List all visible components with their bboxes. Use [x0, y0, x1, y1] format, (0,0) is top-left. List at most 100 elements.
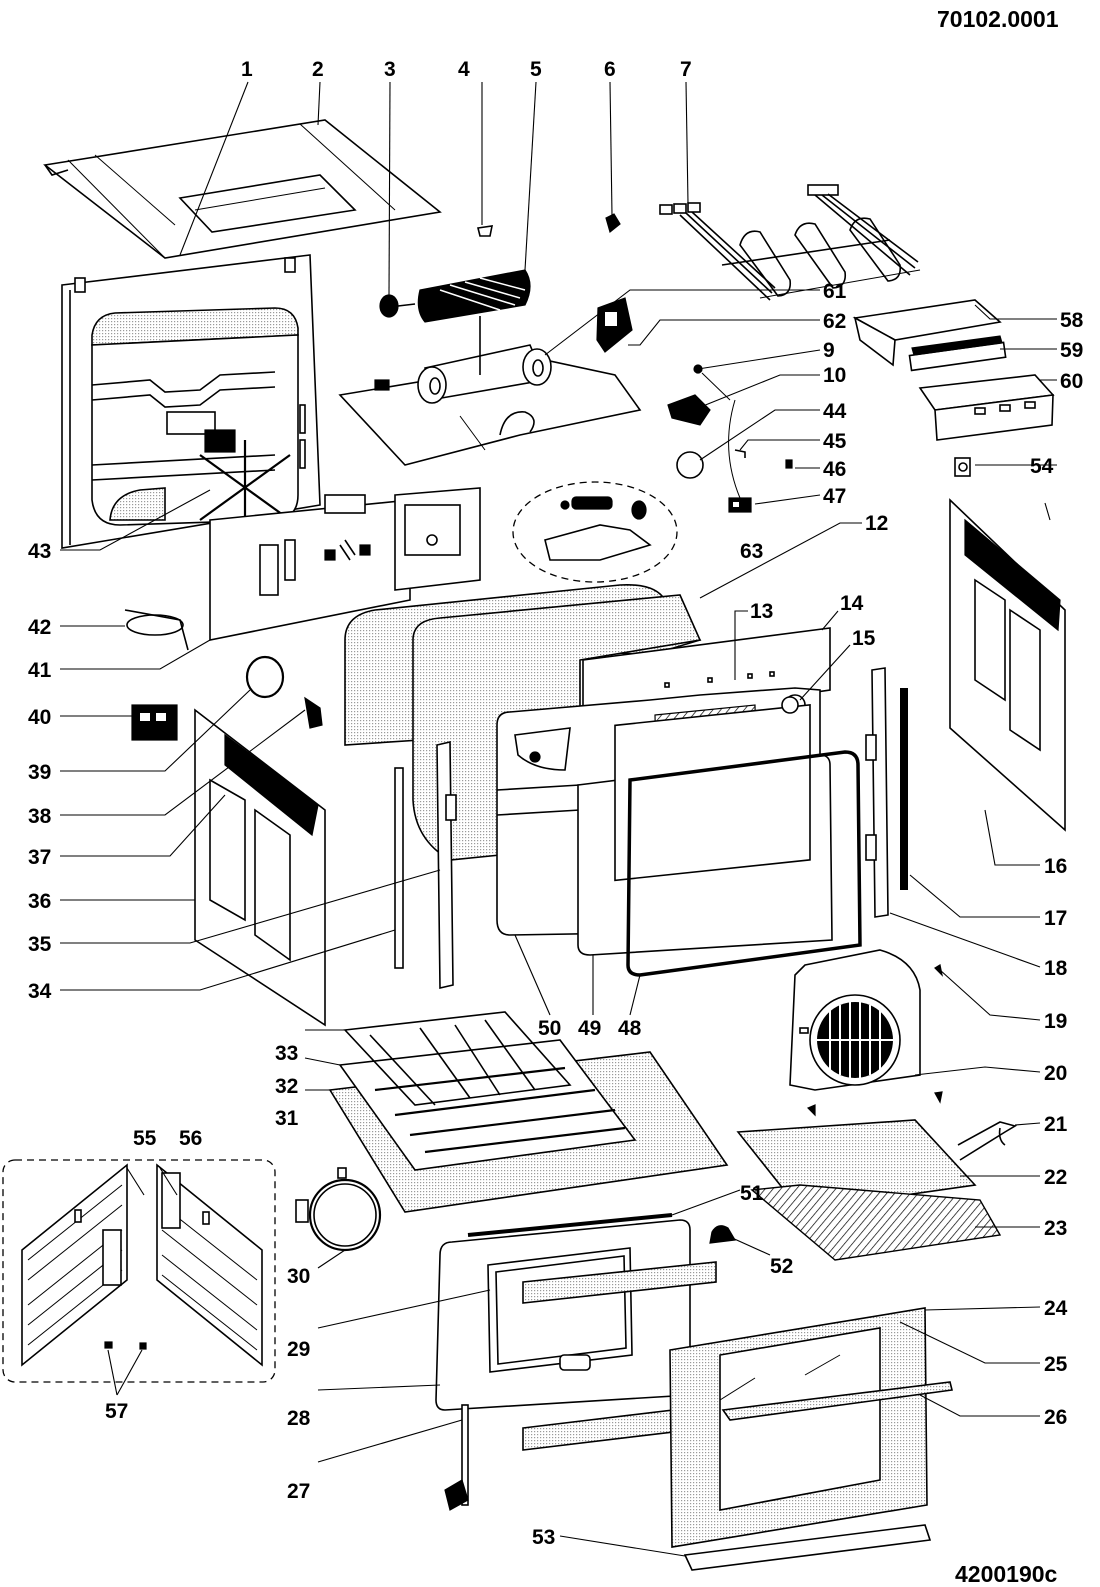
callout-45: 45 — [823, 430, 847, 453]
callout-63: 63 — [740, 540, 763, 563]
part-57-screw-b — [139, 1342, 147, 1350]
callout-34: 34 — [28, 980, 52, 1003]
part-control-panel-60 — [918, 374, 1055, 441]
part-lower-glass-strip — [522, 1407, 691, 1451]
part-door-bottom-trim — [683, 1524, 932, 1571]
callout-21: 21 — [1044, 1113, 1068, 1136]
callout-61: 61 — [823, 280, 847, 303]
callout-31: 31 — [275, 1107, 299, 1130]
callout-49: 49 — [578, 1017, 601, 1040]
part-fan-cover — [789, 949, 943, 1117]
part-clip-6 — [605, 213, 621, 234]
part-21-handle — [957, 1121, 1018, 1161]
fan-grille — [815, 1002, 895, 1078]
callout-57: 57 — [105, 1400, 128, 1423]
callout-53: 53 — [532, 1526, 555, 1549]
callout-43: 43 — [28, 540, 51, 563]
part-38-knob — [304, 696, 323, 729]
callout-32: 32 — [275, 1075, 298, 1098]
callout-4: 4 — [458, 58, 470, 81]
callout-39: 39 — [28, 761, 51, 784]
part-55-left-rack — [21, 1163, 128, 1367]
callout-14: 14 — [840, 592, 864, 615]
part-door-seal — [626, 750, 862, 977]
part-33-wire-rack — [343, 1011, 572, 1106]
part-18-bracket — [865, 667, 889, 918]
callout-37: 37 — [28, 846, 51, 869]
part-right-side-panel — [949, 498, 1066, 832]
part-back-panel — [61, 254, 321, 549]
callout-25: 25 — [1044, 1353, 1068, 1376]
part-door-handle — [721, 1381, 953, 1421]
part-57-screw-a — [104, 1341, 113, 1349]
callout-60: 60 — [1060, 370, 1083, 393]
callout-35: 35 — [28, 933, 52, 956]
fan-element-bracket — [199, 429, 291, 525]
callout-55: 55 — [133, 1127, 157, 1150]
callout-44: 44 — [823, 400, 847, 423]
callout-36: 36 — [28, 890, 51, 913]
part-54 — [954, 457, 971, 477]
callout-41: 41 — [28, 659, 52, 682]
part-39-ring — [245, 655, 285, 699]
part-56-right-rack — [156, 1163, 263, 1367]
part-40-switch — [131, 704, 178, 741]
part-23-grid — [750, 1184, 1002, 1261]
part-clip-4 — [477, 225, 494, 237]
callout-12: 12 — [865, 512, 888, 535]
part-circular-element — [295, 1167, 382, 1252]
callout-23: 23 — [1044, 1217, 1067, 1240]
callout-56: 56 — [179, 1127, 202, 1150]
callout-51: 51 — [740, 1182, 764, 1205]
callout-50: 50 — [538, 1017, 561, 1040]
callout-30: 30 — [287, 1265, 310, 1288]
callout-7: 7 — [680, 58, 692, 81]
callout-13: 13 — [750, 600, 773, 623]
callout-38: 38 — [28, 805, 52, 828]
callout-47: 47 — [823, 485, 846, 508]
callout-42: 42 — [28, 616, 51, 639]
part-51-seal — [467, 1213, 673, 1237]
part-side-racks-group — [2, 1159, 276, 1383]
callout-10: 10 — [823, 364, 846, 387]
part-17-seal-strip — [900, 688, 908, 890]
part-top-cover — [43, 119, 442, 259]
callout-22: 22 — [1044, 1166, 1067, 1189]
callout-28: 28 — [287, 1407, 311, 1430]
callout-33: 33 — [275, 1042, 298, 1065]
callout-5: 5 — [530, 58, 542, 81]
callout-29: 29 — [287, 1338, 310, 1361]
callout-9: 9 — [823, 339, 835, 362]
callout-17: 17 — [1044, 907, 1067, 930]
part-inner-glass — [522, 1261, 717, 1304]
drawing-number-top: 70102.0001 — [937, 6, 1059, 32]
part-motor-bracket — [338, 316, 642, 466]
part-door-frame — [577, 703, 833, 956]
part-cavity-back-housing — [394, 487, 481, 591]
part-15-lamp — [781, 696, 799, 714]
callout-20: 20 — [1044, 1062, 1067, 1085]
callout-27: 27 — [287, 1480, 310, 1503]
part-41-bracket — [209, 494, 411, 641]
drawing-number-bottom: 4200190c — [955, 1561, 1058, 1587]
part-63-assembly — [512, 481, 678, 583]
callout-2: 2 — [312, 58, 324, 81]
part-outer-door — [669, 1307, 928, 1548]
callout-1: 1 — [241, 58, 253, 81]
callout-6: 6 — [604, 58, 616, 81]
callout-52: 52 — [770, 1255, 793, 1278]
callout-58: 58 — [1060, 309, 1084, 332]
callout-24: 24 — [1044, 1297, 1068, 1320]
callout-18: 18 — [1044, 957, 1068, 980]
part-thermostat-group — [667, 364, 793, 513]
part-34-strip — [394, 767, 404, 969]
callout-15: 15 — [852, 627, 876, 650]
callout-48: 48 — [618, 1017, 642, 1040]
part-control-board-59 — [908, 335, 1007, 372]
callout-54: 54 — [1030, 455, 1054, 478]
callout-46: 46 — [823, 458, 846, 481]
callout-26: 26 — [1044, 1406, 1067, 1429]
part-27-hinge — [444, 1404, 469, 1511]
callout-labels: 1 2 3 4 5 6 7 61 62 9 10 44 45 46 47 58 … — [28, 58, 1084, 1549]
